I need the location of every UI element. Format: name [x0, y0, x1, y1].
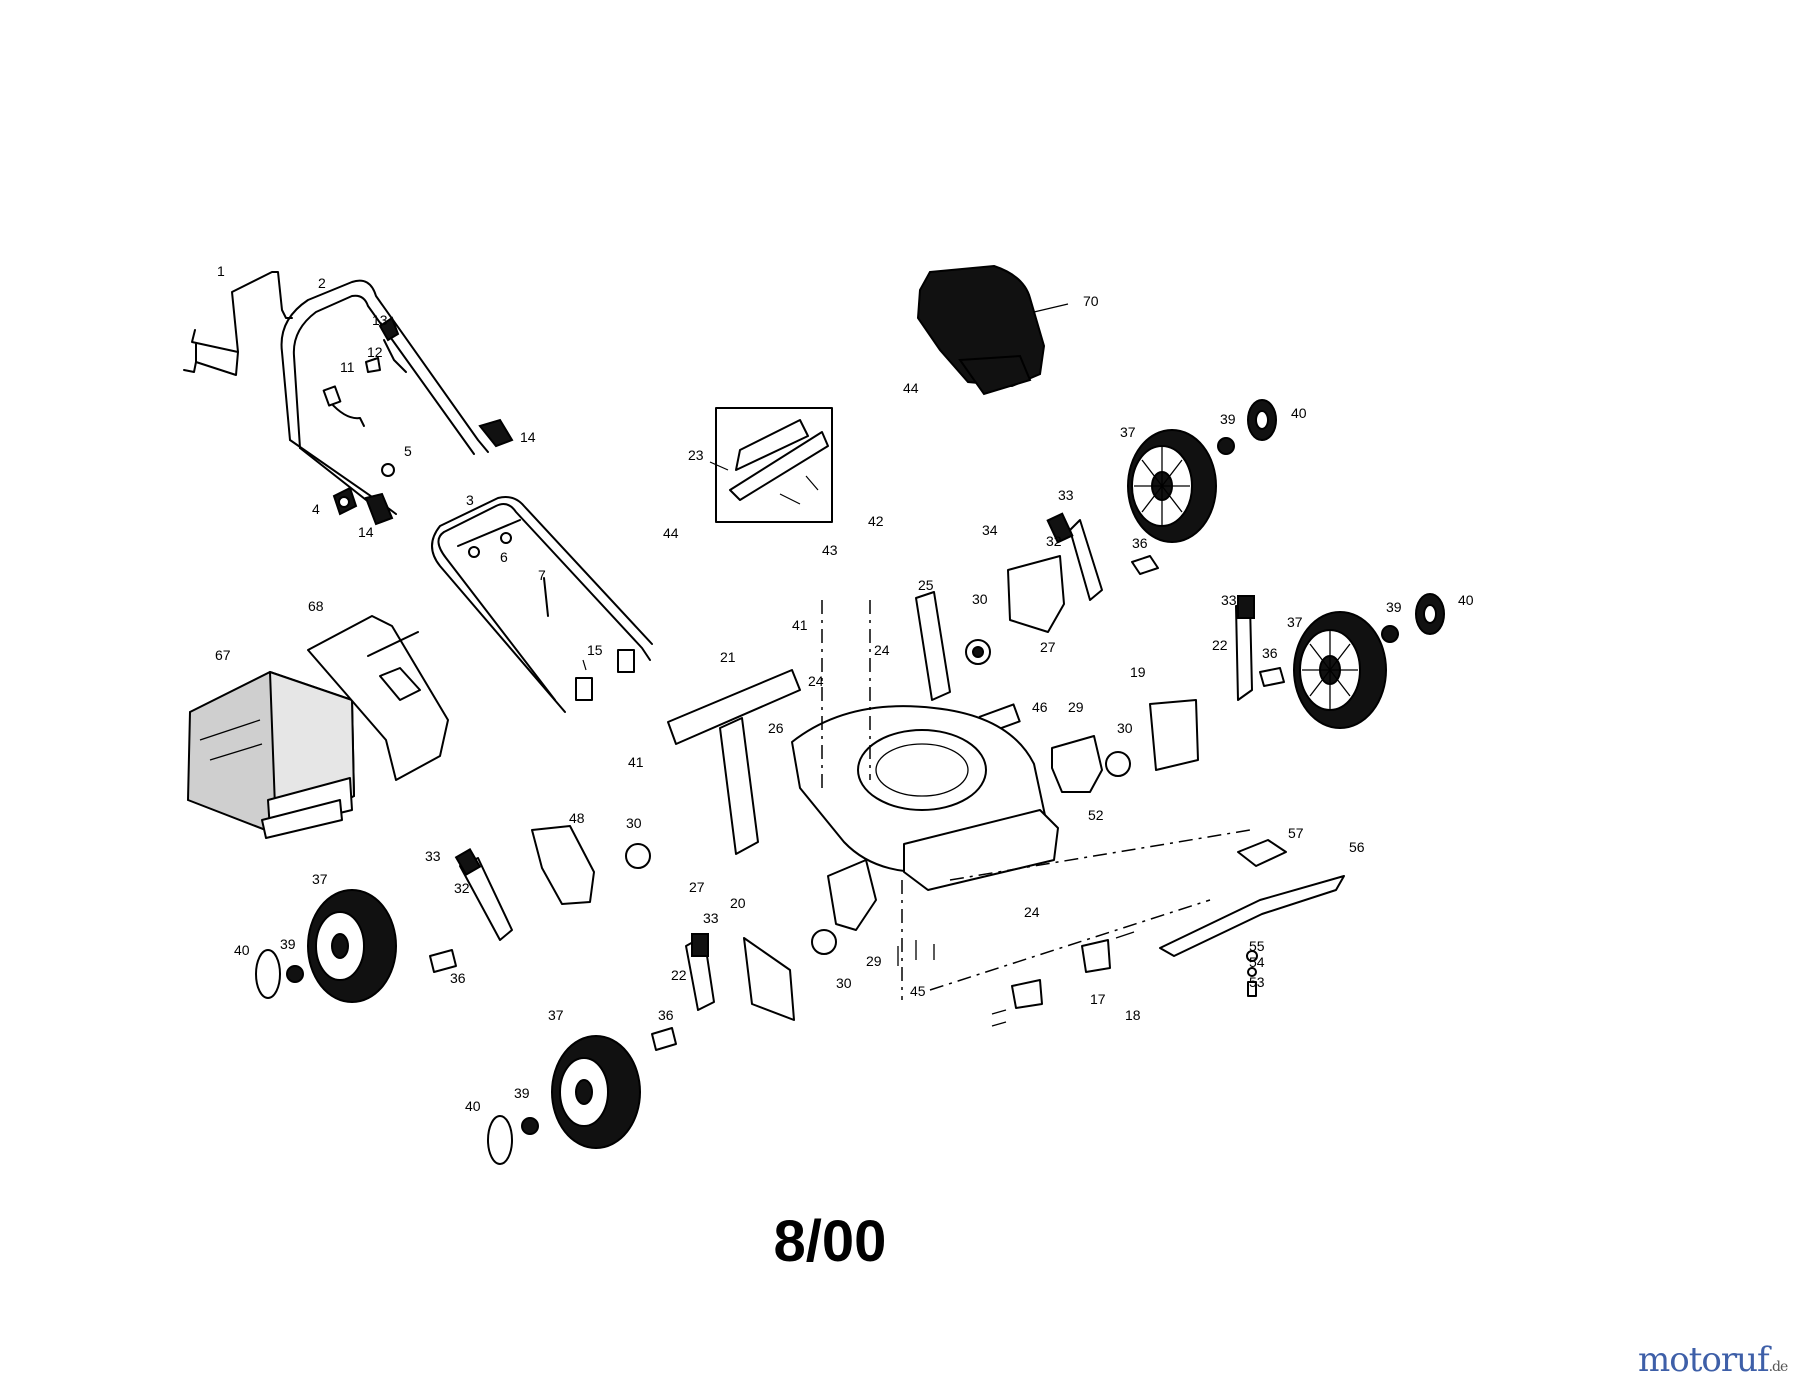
control-bar-part-1 [183, 271, 293, 376]
watermark-text-a: motoruf [1638, 1340, 1770, 1380]
callout-70: 70 [1083, 293, 1099, 309]
callout-57: 57 [1288, 825, 1304, 841]
callout-20: 20 [730, 895, 746, 911]
upper-handle-part-2 [280, 279, 489, 515]
callout-68: 68 [308, 598, 324, 614]
callout-36: 36 [1262, 645, 1278, 661]
watermark-tld: .de [1768, 1359, 1789, 1375]
callout-45: 45 [910, 983, 926, 999]
callout-4: 4 [312, 501, 320, 517]
callout-32: 32 [1046, 533, 1062, 549]
callout-21: 21 [720, 649, 736, 665]
callout-39: 39 [280, 936, 296, 952]
mower-deck [791, 600, 1251, 1000]
wheel-bottom-part-37 [551, 1035, 641, 1149]
height-adjusters [429, 512, 1285, 1051]
wheel-top-right-part-37 [1127, 429, 1217, 543]
callout-18: 18 [1125, 1007, 1141, 1023]
deflector-box-part-23 [709, 407, 833, 523]
callout-2: 2 [318, 275, 326, 291]
callout-37: 37 [312, 871, 328, 887]
callout-29: 29 [866, 953, 882, 969]
handle-hardware-parts [322, 316, 514, 526]
bag-frame-part-68 [307, 615, 449, 781]
hubcaps-and-rings [255, 399, 1445, 1165]
wheel-right-part-37 [1293, 611, 1387, 729]
callout-36: 36 [1132, 535, 1148, 551]
callout-30: 30 [972, 591, 988, 607]
callout-32: 32 [454, 880, 470, 896]
callout-30: 30 [1117, 720, 1133, 736]
callout-37: 37 [548, 1007, 564, 1023]
callout-37: 37 [1120, 424, 1136, 440]
callout-40: 40 [465, 1098, 481, 1114]
callout-36: 36 [450, 970, 466, 986]
callout-34: 34 [982, 522, 998, 538]
callout-33: 33 [703, 910, 719, 926]
callout-39: 39 [1386, 599, 1402, 615]
callout-41: 41 [792, 617, 808, 633]
callout-11: 11 [340, 359, 355, 375]
callout-54: 54 [1249, 954, 1265, 970]
callout-30: 30 [836, 975, 852, 991]
callout-33: 33 [425, 848, 441, 864]
callout-48: 48 [569, 810, 585, 826]
callout-55: 55 [1249, 938, 1265, 954]
callout-19: 19 [1130, 664, 1146, 680]
callout-6: 6 [500, 549, 508, 565]
callout-52: 52 [1088, 807, 1104, 823]
callout-53: 53 [1249, 974, 1265, 990]
callout-40: 40 [234, 942, 250, 958]
callout-67: 67 [215, 647, 231, 663]
callout-41: 41 [628, 754, 644, 770]
callout-30: 30 [626, 815, 642, 831]
lower-handle-part-3 [431, 496, 653, 713]
wheel-left-part-37 [307, 889, 397, 1003]
callout-17: 17 [1090, 991, 1106, 1007]
callout-12: 12 [367, 344, 383, 360]
callout-24: 24 [1024, 904, 1040, 920]
grass-catcher-bag-part-67 [186, 670, 356, 839]
callout-44: 44 [903, 380, 919, 396]
callout-5: 5 [404, 443, 412, 459]
engine-part-70 [916, 264, 1069, 396]
callout-40: 40 [1291, 405, 1307, 421]
callout-33: 33 [1221, 592, 1237, 608]
callout-33: 33 [1058, 487, 1074, 503]
callout-56: 56 [1349, 839, 1365, 855]
callout-22: 22 [671, 967, 687, 983]
callout-39: 39 [514, 1085, 530, 1101]
brand-watermark: motoruf.de [1638, 1340, 1789, 1380]
callout-44: 44 [663, 525, 679, 541]
callout-37: 37 [1287, 614, 1303, 630]
callout-7: 7 [538, 567, 546, 583]
callout-26: 26 [768, 720, 784, 736]
callout-46: 46 [1032, 699, 1048, 715]
callout-27: 27 [1040, 639, 1056, 655]
callout-42: 42 [868, 513, 884, 529]
callout-24: 24 [874, 642, 890, 658]
callout-39: 39 [1220, 411, 1236, 427]
callout-3: 3 [466, 492, 474, 508]
callout-13: 13 [372, 312, 388, 328]
callout-14: 14 [358, 524, 374, 540]
callout-24: 24 [808, 673, 824, 689]
callout-1: 1 [217, 263, 225, 279]
callout-25: 25 [918, 577, 934, 593]
callout-22: 22 [1212, 637, 1228, 653]
callout-15: 15 [587, 642, 603, 658]
callout-40: 40 [1458, 592, 1474, 608]
callout-23: 23 [688, 447, 704, 463]
callout-29: 29 [1068, 699, 1084, 715]
callout-14: 14 [520, 429, 536, 445]
callout-27: 27 [689, 879, 705, 895]
callout-36: 36 [658, 1007, 674, 1023]
revision-date-label: 8/00 [773, 1209, 887, 1274]
blade-assembly [897, 839, 1345, 1027]
callout-43: 43 [822, 542, 838, 558]
